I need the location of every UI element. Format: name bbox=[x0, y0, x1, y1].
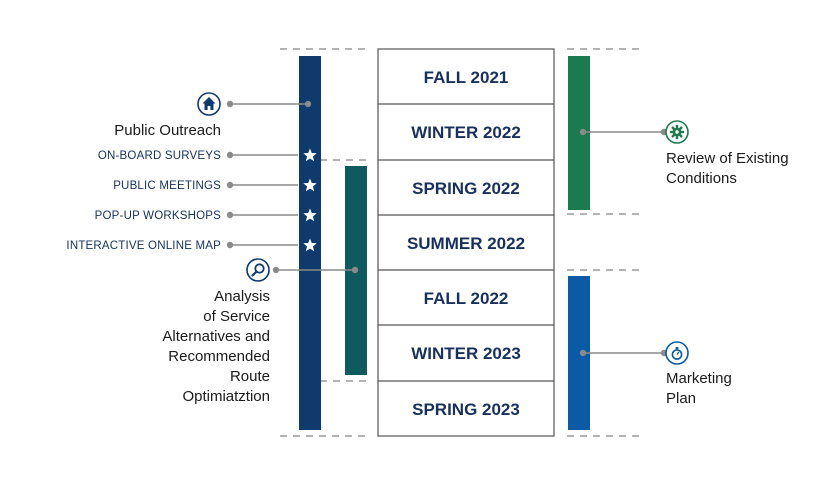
home-icon bbox=[197, 92, 221, 116]
marketing-label-line: Plan bbox=[666, 390, 696, 407]
star-icon bbox=[303, 238, 317, 252]
review-bar bbox=[568, 56, 590, 210]
gear-icon bbox=[665, 120, 689, 144]
analysis-label-line: Recommended bbox=[168, 348, 270, 365]
connector-dot bbox=[226, 181, 234, 189]
season-label: SPRING 2023 bbox=[412, 400, 520, 419]
season-column: FALL 2021 WINTER 2022 SPRING 2022 SUMMER… bbox=[377, 48, 555, 437]
review-label-line: Review of Existing bbox=[666, 150, 789, 167]
outreach-stars bbox=[303, 148, 317, 252]
star-icon bbox=[303, 208, 317, 222]
analysis-label-line: Optimiatztion bbox=[182, 388, 270, 405]
right-connectors bbox=[579, 128, 668, 357]
star-icon bbox=[303, 178, 317, 192]
connector-dot bbox=[226, 211, 234, 219]
season-label: SPRING 2022 bbox=[412, 179, 520, 198]
season-label: FALL 2021 bbox=[424, 68, 509, 87]
analysis-label-line: of Service bbox=[203, 308, 270, 325]
season-label: SUMMER 2022 bbox=[407, 234, 525, 253]
connector-dot bbox=[351, 266, 359, 274]
connector-dot bbox=[226, 151, 234, 159]
star-icon bbox=[303, 148, 317, 162]
analysis-label-line: Alternatives and bbox=[162, 328, 270, 345]
outreach-item: INTERACTIVE ONLINE MAP bbox=[66, 240, 221, 252]
season-label: FALL 2022 bbox=[424, 289, 509, 308]
connector-dot bbox=[272, 266, 280, 274]
connector-dot bbox=[579, 349, 587, 357]
season-label: WINTER 2023 bbox=[411, 344, 521, 363]
outreach-item: ON-BOARD SURVEYS bbox=[98, 150, 221, 162]
guide-lines bbox=[280, 48, 640, 437]
connector-dot bbox=[226, 100, 234, 108]
analysis-label-line: Analysis bbox=[214, 288, 270, 305]
season-label: WINTER 2022 bbox=[411, 123, 521, 142]
outreach-item: POP-UP WORKSHOPS bbox=[95, 210, 221, 222]
marketing-label-line: Marketing bbox=[666, 370, 732, 387]
marketing-bar bbox=[568, 276, 590, 430]
analysis-label-line: Route bbox=[230, 368, 270, 385]
connector-dot bbox=[304, 100, 312, 108]
connector-dot bbox=[226, 241, 234, 249]
search-icon bbox=[246, 258, 270, 282]
public-outreach-title: Public Outreach bbox=[114, 122, 221, 139]
season-column-frame bbox=[377, 48, 555, 437]
stopwatch-icon bbox=[665, 341, 689, 365]
left-connectors bbox=[226, 100, 359, 274]
review-label-line: Conditions bbox=[666, 170, 737, 187]
outreach-item: PUBLIC MEETINGS bbox=[113, 180, 221, 192]
connector-dot bbox=[579, 128, 587, 136]
